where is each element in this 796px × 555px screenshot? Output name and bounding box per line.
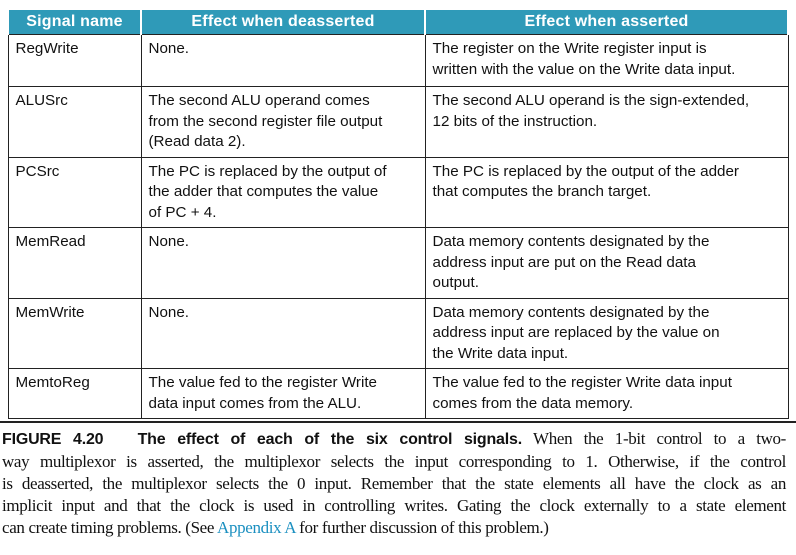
signal-name-cell: MemRead bbox=[7, 227, 142, 299]
figure-title: The effect of each of the six control si… bbox=[137, 431, 523, 448]
signal-name-cell: PCSrc bbox=[7, 156, 142, 228]
cell-text: MemtoReg bbox=[15, 374, 90, 391]
table-row: ALUSrc The second ALU operand comes from t… bbox=[7, 86, 789, 158]
cell-text-line: from the second register file output bbox=[148, 112, 383, 130]
asserted-effect-cell: The value fed to the register Write data… bbox=[424, 368, 789, 419]
cell-text-line: address input are put on the Read data bbox=[432, 253, 696, 271]
deasserted-effect-cell: None. bbox=[140, 297, 426, 369]
deasserted-effect-cell: The PC is replaced by the output of the a… bbox=[140, 156, 426, 228]
caption-text: for further discussion of this problem.) bbox=[299, 518, 549, 537]
deasserted-effect-cell: None. bbox=[140, 227, 426, 299]
caption-divider bbox=[0, 421, 796, 423]
cell-text-line: that computes the branch target. bbox=[432, 183, 652, 200]
table-row: MemWrite None. Data memory contents design… bbox=[7, 297, 789, 369]
cell-text-line: The PC is replaced by the output of the … bbox=[432, 162, 739, 180]
signal-name-cell: RegWrite bbox=[7, 34, 142, 87]
caption-line: implicit input and that the clock is use… bbox=[2, 496, 786, 515]
cell-text-line: None. bbox=[148, 233, 190, 250]
cell-text-line: data input comes from the ALU. bbox=[148, 394, 362, 412]
control-signals-table: Signal name Effect when deasserted Effec… bbox=[7, 10, 789, 419]
cell-text-line: Data memory contents designated by the bbox=[432, 303, 710, 321]
cell-text-line: comes from the data memory. bbox=[432, 394, 634, 412]
caption-text: When the 1-bit control to a two- bbox=[533, 429, 786, 448]
cell-text-line: the Write data input. bbox=[432, 344, 569, 362]
cell-text: RegWrite bbox=[15, 40, 79, 57]
cell-text: ALUSrc bbox=[15, 92, 68, 109]
caption-line: can create timing problems. (See Appendi… bbox=[2, 517, 786, 539]
appendix-a-link[interactable]: Appendix A bbox=[217, 518, 296, 537]
table-row: RegWrite None. The register on the Write r… bbox=[7, 34, 789, 87]
cell-text-line: The second ALU operand comes bbox=[148, 92, 370, 109]
figure-label: FIGURE 4.20 bbox=[2, 431, 104, 448]
cell-text: MemRead bbox=[15, 233, 86, 250]
asserted-effect-cell: The second ALU operand is the sign-exten… bbox=[424, 86, 789, 158]
caption-line: way multiplexor is asserted, the multipl… bbox=[2, 452, 786, 471]
figure-caption: FIGURE 4.20 The effect of each of the si… bbox=[2, 428, 786, 539]
signal-name-cell: ALUSrc bbox=[7, 86, 142, 158]
table-row: MemRead None. Data memory contents designa… bbox=[7, 227, 789, 299]
cell-text-line: address input are replaced by the value … bbox=[432, 324, 720, 341]
cell-text-line: of PC + 4. bbox=[148, 203, 217, 221]
asserted-effect-cell: Data memory contents designated by the ad… bbox=[424, 227, 789, 299]
caption-line: is deasserted, the multiplexor selects t… bbox=[2, 474, 786, 493]
deasserted-effect-cell: The second ALU operand comes from the sec… bbox=[140, 86, 426, 158]
table-row: PCSrc The PC is replaced by the output of… bbox=[7, 156, 789, 228]
cell-text-line: 12 bits of the instruction. bbox=[432, 112, 598, 130]
cell-text-line: The second ALU operand is the sign-exten… bbox=[432, 92, 750, 109]
asserted-effect-cell: The register on the Write register input… bbox=[424, 34, 789, 87]
caption-text: can create timing problems. (See bbox=[2, 518, 215, 537]
table-row: MemtoReg The value fed to the register Wr… bbox=[7, 368, 789, 419]
cell-text: PCSrc bbox=[15, 162, 60, 180]
cell-text-line: output. bbox=[432, 274, 479, 291]
deasserted-effect-cell: The value fed to the register Write data … bbox=[140, 368, 426, 419]
cell-text-line: The register on the Write register input… bbox=[432, 40, 707, 57]
cell-text-line: The PC is replaced by the output of bbox=[148, 162, 387, 180]
cell-text-line: written with the value on the Write data… bbox=[432, 60, 736, 78]
signal-name-cell: MemWrite bbox=[7, 297, 142, 369]
cell-text-line: the adder that computes the value bbox=[148, 183, 379, 200]
table-header-row: Signal name Effect when deasserted Effec… bbox=[7, 10, 789, 35]
header-deasserted: Effect when deasserted bbox=[140, 10, 426, 35]
cell-text-line: Data memory contents designated by the bbox=[432, 233, 710, 250]
cell-text-line: None. bbox=[148, 303, 190, 321]
cell-text-line: None. bbox=[148, 40, 190, 57]
cell-text-line: The value fed to the register Write bbox=[148, 374, 378, 391]
cell-text-line: The value fed to the register Write data… bbox=[432, 374, 732, 391]
header-signal-name: Signal name bbox=[7, 10, 142, 35]
signal-name-cell: MemtoReg bbox=[7, 368, 142, 419]
asserted-effect-cell: The PC is replaced by the output of the … bbox=[424, 156, 789, 228]
asserted-effect-cell: Data memory contents designated by the ad… bbox=[424, 297, 789, 369]
cell-text-line: (Read data 2). bbox=[148, 133, 246, 150]
header-asserted: Effect when asserted bbox=[424, 10, 789, 35]
deasserted-effect-cell: None. bbox=[140, 34, 426, 87]
cell-text: MemWrite bbox=[15, 303, 85, 321]
caption-line: FIGURE 4.20 The effect of each of the si… bbox=[2, 428, 786, 451]
